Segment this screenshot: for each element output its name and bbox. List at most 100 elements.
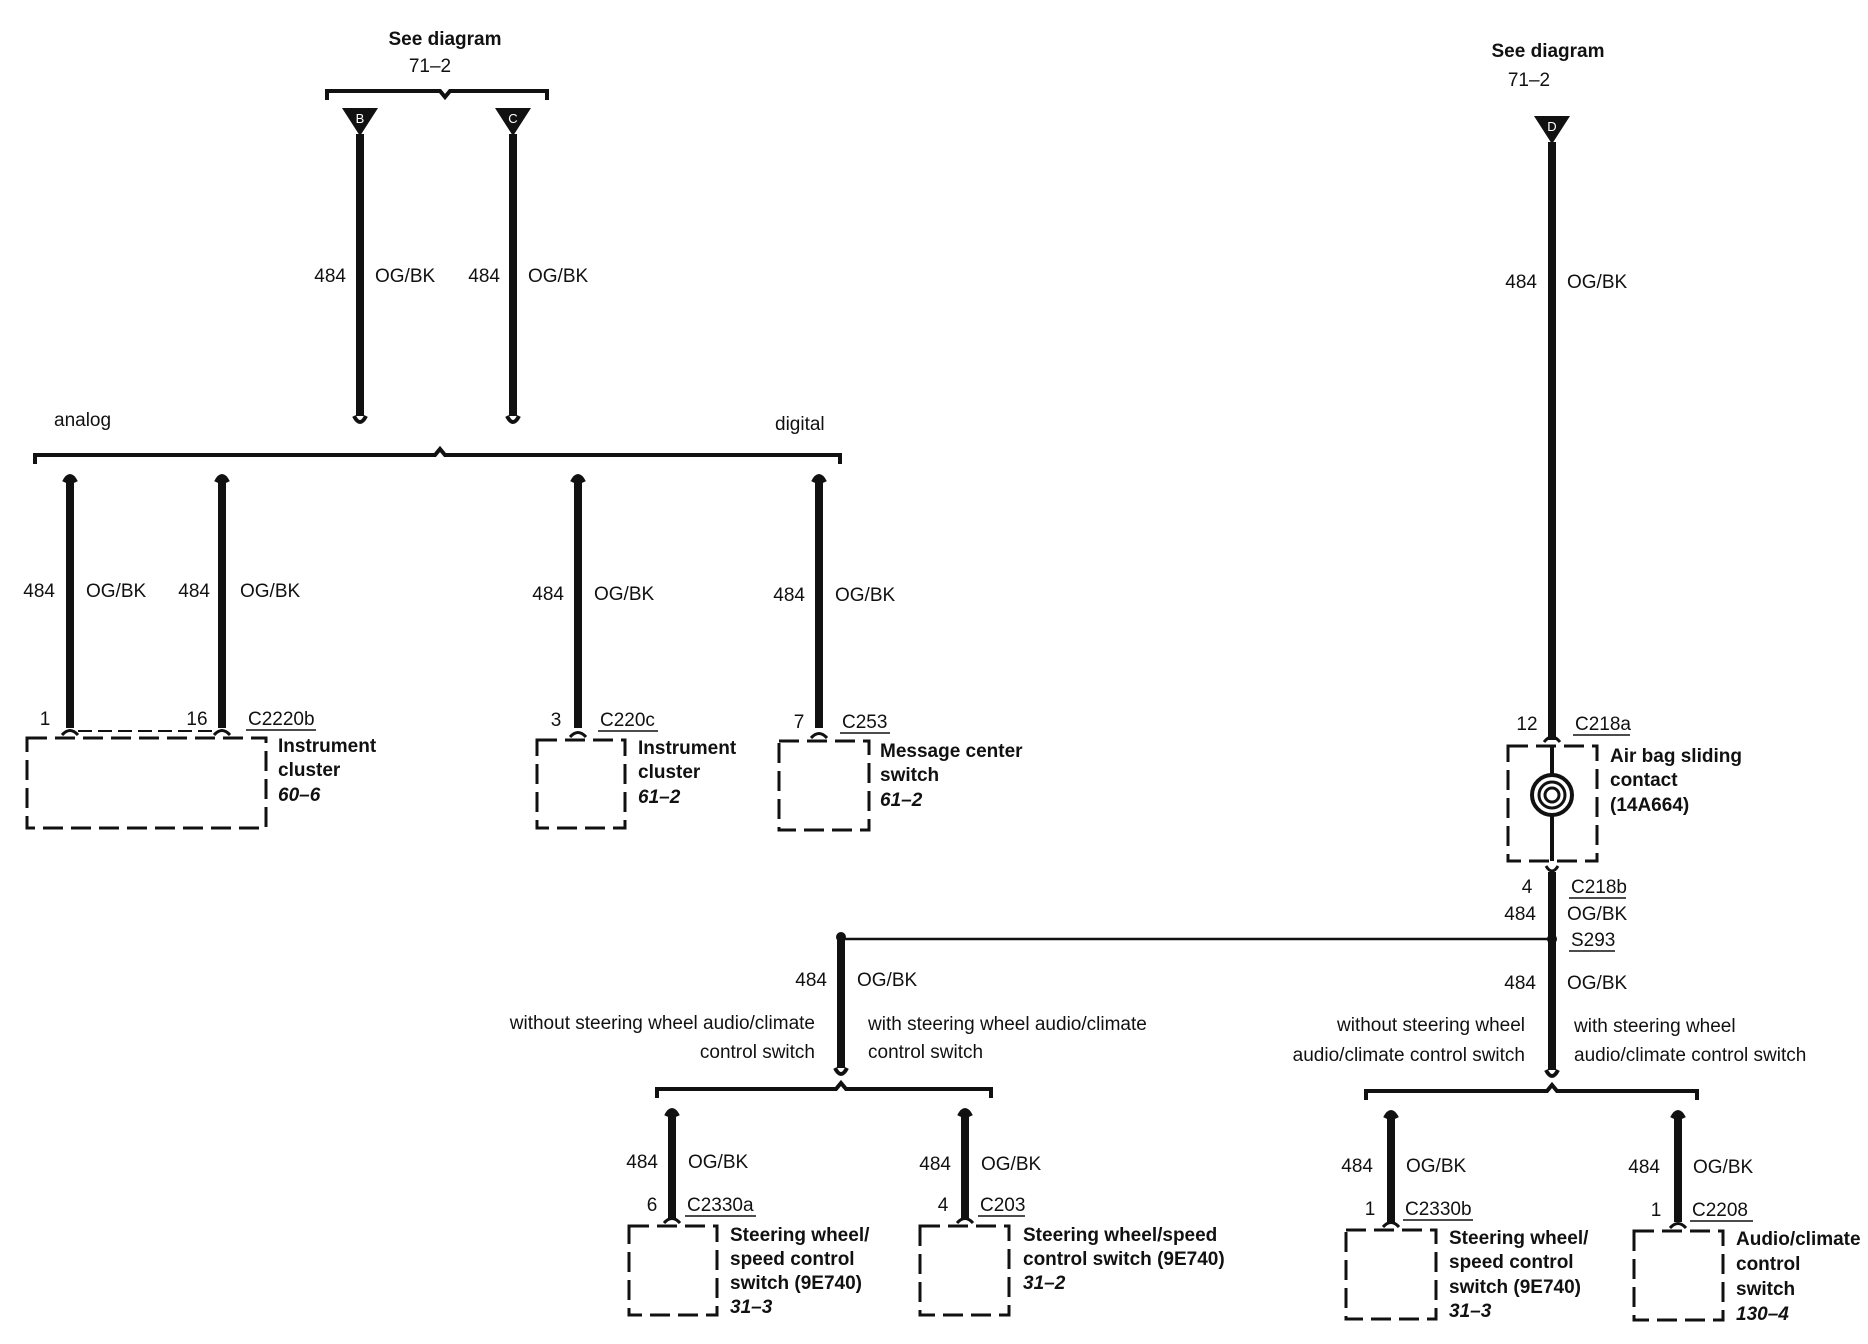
svg-text:OG/BK: OG/BK (857, 970, 918, 991)
wire-c2330a: 484 OG/BK (626, 1108, 749, 1218)
svg-text:OG/BK: OG/BK (594, 584, 655, 605)
message-center-switch-box (777, 739, 871, 832)
c2220b-pin-b: 16 (186, 709, 207, 730)
svg-text:control: control (1736, 1254, 1800, 1275)
steering-wheel-speed-control-switch-left-box (627, 1224, 719, 1317)
svg-text:484: 484 (773, 585, 805, 606)
svg-text:C2330a: C2330a (687, 1195, 754, 1216)
svg-text:without steering wheel audio/c: without steering wheel audio/climate (509, 1013, 815, 1034)
svg-text:OG/BK: OG/BK (1693, 1157, 1754, 1178)
svg-text:cluster: cluster (278, 760, 341, 781)
svg-text:with steering wheel audio/clim: with steering wheel audio/climate (867, 1014, 1147, 1035)
wire-c253: 484 OG/BK (773, 474, 896, 728)
connector-c2208: 1 C2208 Audio/climate control switch 130… (1632, 1200, 1861, 1325)
wire-c220c: 484 OG/BK (532, 474, 655, 728)
wire-c2330b: 484 OG/BK (1341, 1110, 1467, 1222)
svg-text:OG/BK: OG/BK (1567, 904, 1628, 925)
bracket-top-left (325, 89, 549, 101)
svg-text:audio/climate control switch: audio/climate control switch (1293, 1045, 1525, 1066)
options-left: without steering wheel audio/climate con… (509, 1013, 1147, 1098)
svg-text:control switch (9E740): control switch (9E740) (1023, 1249, 1225, 1270)
splice-s293: 484 OG/BK (795, 932, 1557, 1076)
svg-text:D: D (1547, 119, 1556, 134)
options-right: without steering wheel audio/climate con… (1293, 1015, 1806, 1100)
see-diagram-right: See diagram 71–2 D 484 OG/BK (1492, 41, 1628, 740)
svg-text:OG/BK: OG/BK (1406, 1156, 1467, 1177)
instrument-cluster-analog-box (25, 736, 268, 830)
branch-digital-label: digital (775, 414, 825, 435)
svg-text:contact: contact (1610, 770, 1678, 791)
svg-text:484: 484 (1505, 272, 1537, 293)
wire-c2208: 484 OG/BK (1628, 1110, 1754, 1222)
wire-c-circuit: 484 (468, 266, 500, 287)
branch-analog-label: analog (54, 410, 111, 431)
svg-text:C2330b: C2330b (1405, 1199, 1472, 1220)
svg-text:cluster: cluster (638, 762, 701, 783)
svg-text:OG/BK: OG/BK (981, 1154, 1042, 1175)
connector-b-triangle-icon (342, 108, 378, 136)
svg-text:31–2: 31–2 (1023, 1273, 1066, 1294)
svg-text:1: 1 (1365, 1199, 1376, 1220)
svg-text:with steering wheel: with steering wheel (1573, 1016, 1736, 1037)
svg-text:control switch: control switch (700, 1042, 815, 1063)
wire-c: C 484 OG/BK (468, 108, 589, 424)
svg-text:switch: switch (1736, 1279, 1795, 1300)
audio-climate-control-switch-box (1632, 1229, 1725, 1322)
svg-text:31–3: 31–3 (1449, 1301, 1492, 1322)
svg-text:Steering wheel/speed: Steering wheel/speed (1023, 1225, 1217, 1246)
svg-text:switch: switch (880, 765, 939, 786)
svg-text:7: 7 (794, 712, 805, 733)
svg-text:OG/BK: OG/BK (1567, 973, 1628, 994)
svg-text:C2208: C2208 (1692, 1200, 1748, 1221)
svg-text:OG/BK: OG/BK (1567, 272, 1628, 293)
svg-text:12: 12 (1516, 714, 1537, 735)
wire-c-color: OG/BK (528, 266, 589, 287)
svg-text:speed control: speed control (1449, 1252, 1574, 1273)
svg-text:C218a: C218a (1575, 714, 1631, 735)
connector-c203: 4 C203 Steering wheel/speed control swit… (918, 1195, 1225, 1317)
svg-text:(14A664): (14A664) (1610, 795, 1689, 816)
svg-text:4: 4 (938, 1195, 949, 1216)
svg-text:Steering wheel/: Steering wheel/ (1449, 1228, 1589, 1249)
svg-text:switch (9E740): switch (9E740) (730, 1273, 862, 1294)
svg-text:130–4: 130–4 (1736, 1304, 1789, 1325)
svg-text:Audio/climate: Audio/climate (1736, 1229, 1861, 1250)
svg-text:61–2: 61–2 (880, 790, 923, 811)
svg-text:3: 3 (551, 710, 562, 731)
svg-text:control switch: control switch (868, 1042, 983, 1063)
svg-text:484: 484 (23, 581, 55, 602)
steering-wheel-speed-control-switch-right-box (1344, 1228, 1438, 1321)
svg-text:Instrument: Instrument (638, 738, 737, 759)
see-diagram-left-label: See diagram (389, 29, 502, 50)
wire-b-color: OG/BK (375, 266, 436, 287)
svg-text:484: 484 (532, 584, 564, 605)
svg-text:4: 4 (1522, 877, 1533, 898)
connector-c2220b: 1 16 C2220b Instrument cluster 60–6 (25, 709, 377, 830)
connector-c253: 7 C253 Message center switch 61–2 (777, 712, 1023, 832)
svg-text:Message center: Message center (880, 741, 1023, 762)
wire-analog-1: 484 OG/BK (23, 474, 147, 728)
svg-text:31–3: 31–3 (730, 1297, 773, 1318)
svg-text:C220c: C220c (600, 710, 655, 731)
svg-text:484: 484 (178, 581, 210, 602)
connector-d-triangle-icon (1534, 116, 1570, 144)
svg-text:Air bag sliding: Air bag sliding (1610, 746, 1742, 767)
c2220b-pin-a: 1 (40, 709, 51, 730)
svg-text:C203: C203 (980, 1195, 1025, 1216)
svg-text:484: 484 (1504, 904, 1536, 925)
wire-c203: 484 OG/BK (919, 1108, 1042, 1218)
svg-text:484: 484 (1628, 1157, 1660, 1178)
splice-s293-label: S293 (1571, 930, 1615, 951)
see-diagram-left-number: 71–2 (409, 56, 451, 77)
connector-c-label: C (508, 111, 517, 126)
svg-text:1: 1 (1651, 1200, 1662, 1221)
svg-text:60–6: 60–6 (278, 785, 321, 806)
svg-text:OG/BK: OG/BK (835, 585, 896, 606)
svg-text:speed control: speed control (730, 1249, 855, 1270)
svg-text:audio/climate control switch: audio/climate control switch (1574, 1045, 1806, 1066)
connector-c218b: 4 C218b 484 OG/BK S293 484 OG/BK (1504, 865, 1628, 1078)
c2220b-id: C2220b (248, 709, 315, 730)
splice-dot-icon (1547, 934, 1557, 944)
svg-text:484: 484 (795, 970, 827, 991)
connector-c2330b: 1 C2330b Steering wheel/ speed control s… (1344, 1199, 1589, 1322)
